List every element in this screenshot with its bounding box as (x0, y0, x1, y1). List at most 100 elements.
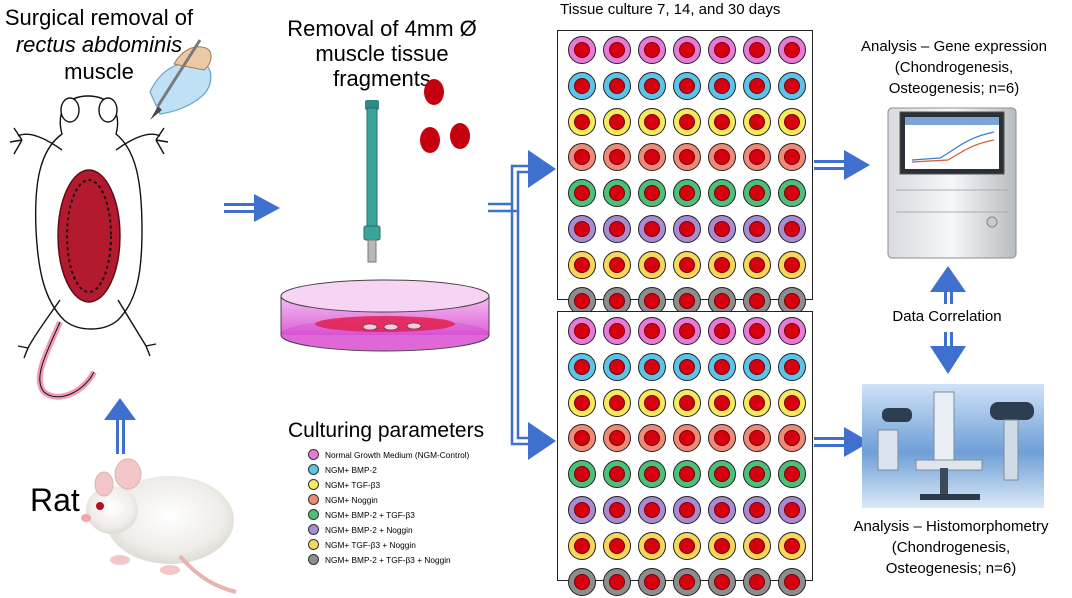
data-correlation-label: Data Correlation (892, 308, 1002, 325)
microscope-icon (862, 384, 1044, 508)
rat-label: Rat (30, 482, 80, 518)
well (778, 424, 806, 453)
well-tissue (679, 42, 695, 58)
well (568, 143, 596, 172)
well (638, 424, 666, 453)
well-tissue (679, 149, 695, 166)
legend-item: Normal Growth Medium (NGM-Control) (308, 447, 548, 462)
well-tissue (644, 42, 660, 58)
well-tissue (749, 466, 765, 483)
well (778, 317, 806, 345)
legend-label: NGM+ Noggin (325, 494, 378, 505)
well (568, 567, 596, 596)
well-tissue (609, 220, 625, 237)
well-tissue (784, 149, 800, 166)
well-tissue (749, 113, 765, 130)
well-tissue (574, 185, 590, 202)
data-correlation-arrow (930, 266, 966, 374)
well-tissue (644, 149, 660, 166)
well (603, 424, 631, 453)
well-tissue (784, 501, 800, 518)
well-tissue (714, 185, 730, 202)
legend-label: NGM+ BMP-2 + Noggin (325, 524, 413, 535)
rat-dissection-icon (9, 95, 169, 400)
well (603, 460, 631, 489)
well-tissue (714, 292, 730, 309)
well-tissue (609, 394, 625, 411)
well-tissue (749, 394, 765, 411)
well (708, 388, 736, 417)
well-tissue (714, 430, 730, 447)
well (568, 286, 596, 315)
well-tissue (574, 358, 590, 375)
well-tissue (679, 292, 695, 309)
well-tissue (644, 77, 660, 94)
well-tissue (749, 185, 765, 202)
well (743, 495, 771, 524)
well (638, 286, 666, 315)
well-plate-histo (557, 311, 813, 596)
well-tissue (749, 220, 765, 237)
well-tissue (714, 501, 730, 518)
well-tissue (609, 501, 625, 518)
well (743, 424, 771, 453)
well (743, 286, 771, 315)
legend-swatch (308, 539, 319, 550)
well-grid (568, 36, 806, 315)
arrow-to-plate-top (528, 150, 556, 188)
well-tissue (784, 358, 800, 375)
well-tissue (609, 573, 625, 590)
well (568, 460, 596, 489)
surgical-removal-title: Surgical removal of rectus abdominis mus… (4, 4, 194, 85)
well-tissue (714, 573, 730, 590)
well (638, 179, 666, 208)
well-tissue (679, 430, 695, 447)
well (568, 71, 596, 100)
removal-title-line1: Removal of 4mm Ø (287, 16, 477, 41)
legend-item: NGM+ BMP-2 + TGF-β3 (308, 507, 548, 522)
well (778, 352, 806, 381)
well-tissue (784, 256, 800, 273)
well-tissue (644, 323, 660, 339)
well (638, 317, 666, 345)
well (778, 460, 806, 489)
well (708, 495, 736, 524)
well-tissue (644, 466, 660, 483)
removal-title: Removal of 4mm Ø muscle tissue fragments (262, 16, 502, 91)
well (673, 286, 701, 315)
well-tissue (749, 42, 765, 58)
rat-photo-icon (81, 458, 237, 594)
well-tissue (609, 256, 625, 273)
branch-arrows (488, 164, 530, 446)
well-tissue (749, 430, 765, 447)
well (708, 107, 736, 136)
gene-expression-title: Analysis – Gene expression (Chondrogenes… (840, 36, 1068, 99)
well-tissue (714, 149, 730, 166)
well (603, 317, 631, 345)
well-tissue (749, 537, 765, 554)
well (778, 388, 806, 417)
well-tissue (644, 430, 660, 447)
well-tissue (644, 292, 660, 309)
arrow-to-plate-bottom (528, 422, 556, 460)
well-tissue (714, 394, 730, 411)
well (673, 107, 701, 136)
well-tissue (574, 77, 590, 94)
well-tissue (714, 323, 730, 339)
histo-title-line3: Osteogenesis; n=6) (885, 560, 1017, 577)
well (603, 250, 631, 279)
well (638, 71, 666, 100)
well (673, 71, 701, 100)
well (743, 107, 771, 136)
gene-title-line3: Osteogenesis; n=6) (888, 80, 1020, 97)
well (568, 424, 596, 453)
well-tissue (784, 537, 800, 554)
well (708, 250, 736, 279)
well (638, 460, 666, 489)
well (708, 460, 736, 489)
well (743, 250, 771, 279)
well (673, 36, 701, 64)
well (673, 424, 701, 453)
well-tissue (644, 113, 660, 130)
well (778, 179, 806, 208)
